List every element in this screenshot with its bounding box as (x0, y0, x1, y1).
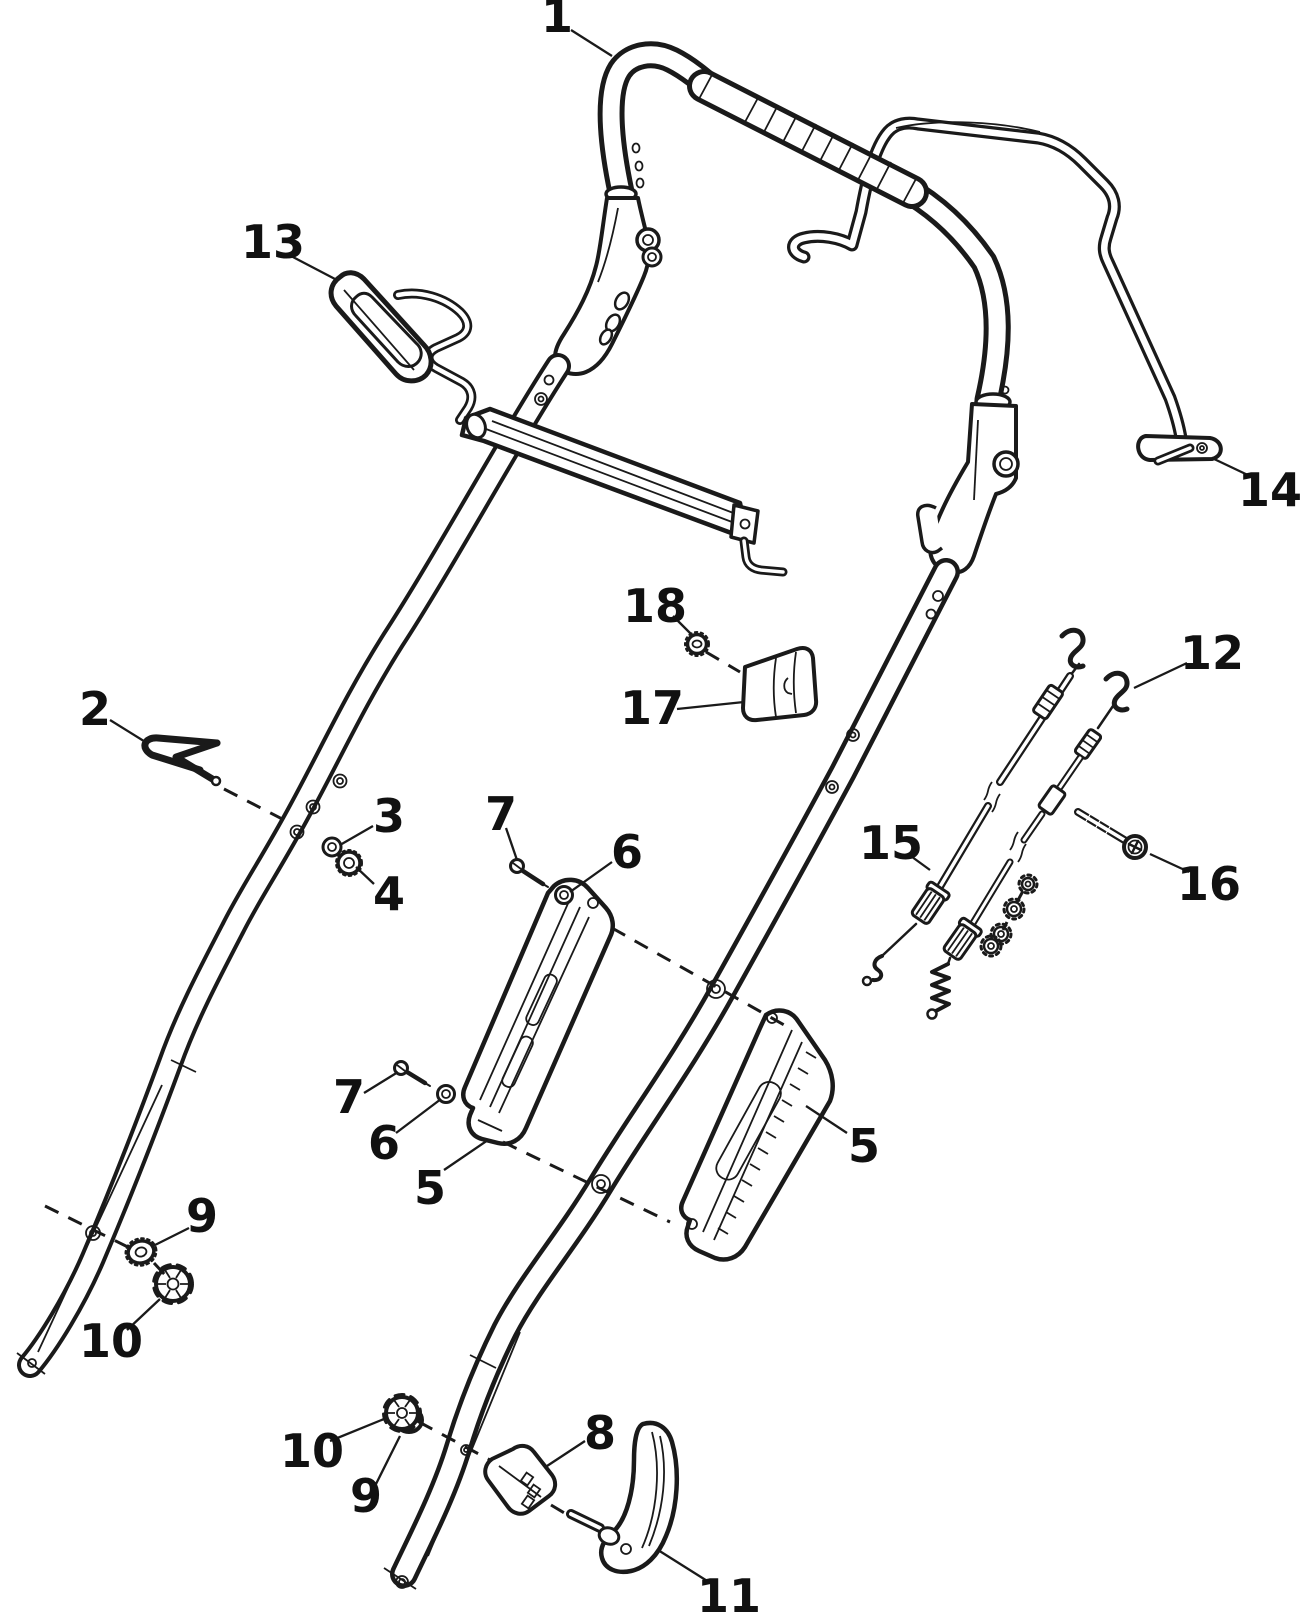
cable-15-drawing (861, 627, 1086, 987)
left-handle-clamp-drawing (553, 185, 663, 376)
washer-6-lower-drawing (436, 1084, 456, 1104)
knob-10-lower-drawing (382, 1393, 424, 1434)
leader-line-10-upper (126, 1298, 161, 1331)
callout-5-right: 5 (848, 1119, 880, 1173)
leader-line-11 (657, 1549, 713, 1585)
leader-line-16 (1149, 852, 1190, 874)
nut-18-drawing (684, 631, 710, 657)
callout-7-upper: 7 (485, 787, 517, 841)
bolt-16-drawing (1074, 808, 1148, 860)
leader-line-3 (339, 825, 374, 846)
right-handle-clamp-drawing (916, 392, 1020, 575)
callout-12: 12 (1180, 626, 1244, 680)
leader-line-9-upper (150, 1226, 190, 1249)
leader-line-12 (1133, 661, 1188, 690)
callout-18: 18 (623, 579, 687, 633)
knob-10-upper-drawing (152, 1263, 194, 1305)
callouts: 1 2 3 4 5 5 6 6 7 7 8 9 9 10 10 11 12 13 (79, 0, 1300, 1612)
handle-grip (687, 69, 929, 209)
callout-10-lower: 10 (280, 1424, 344, 1478)
leader-line-13 (290, 254, 336, 281)
cable-12-drawing (926, 670, 1130, 1020)
leader-line-6-lower (395, 1098, 442, 1134)
spring-clip-2-drawing (141, 734, 222, 787)
star-washers-drawing (979, 873, 1039, 958)
handle-panel-upper-drawing (461, 877, 616, 1146)
callout-8: 8 (584, 1406, 616, 1460)
callout-9-lower: 9 (350, 1469, 382, 1523)
leader-line-2 (109, 719, 148, 744)
leader-line-7-lower (363, 1071, 399, 1094)
callout-6-lower: 6 (368, 1116, 400, 1170)
screw-7-upper-drawing (509, 858, 549, 888)
cable-clamp-17-drawing (741, 646, 819, 723)
flange-nut-9-upper-drawing (124, 1237, 158, 1267)
leader-line-5-upper (443, 1139, 489, 1171)
callout-5-upper: 5 (414, 1161, 446, 1215)
leader-line-14 (1211, 456, 1253, 479)
callout-15: 15 (859, 816, 923, 870)
washer-6-upper-drawing (554, 885, 574, 905)
callout-6-upper: 6 (611, 825, 643, 879)
upper-handlebar-drawing (597, 41, 1011, 414)
callout-9-upper: 9 (186, 1189, 218, 1243)
callout-10-upper: 10 (79, 1314, 143, 1368)
callout-1: 1 (541, 0, 573, 43)
callout-7-lower: 7 (333, 1070, 365, 1124)
leader-line-5-right (805, 1105, 848, 1134)
drive-lever-13-drawing (328, 270, 788, 577)
nut-4-drawing (335, 849, 363, 877)
callout-2: 2 (79, 682, 111, 736)
callout-3: 3 (373, 789, 405, 843)
leader-line-10-lower (329, 1417, 385, 1443)
callout-17: 17 (620, 681, 684, 735)
leader-line-1 (570, 29, 613, 57)
leader-line-17 (676, 700, 745, 711)
leader-line-15 (907, 853, 931, 871)
leader-line-18 (672, 615, 692, 635)
screw-7-lower-drawing (393, 1060, 431, 1087)
callout-14: 14 (1238, 463, 1300, 517)
handle-panel-right-drawing (679, 1008, 835, 1262)
callout-16: 16 (1177, 857, 1241, 911)
leader-line-8 (546, 1440, 586, 1467)
assembly-dashed-lines (44, 650, 1025, 1516)
lower-left-handle-tube-drawing (16, 353, 571, 1378)
cable-guide-8-drawing (483, 1443, 558, 1516)
leader-line-6-upper (569, 861, 613, 893)
leader-line-9-lower (374, 1435, 402, 1485)
lever-11-drawing (566, 1420, 680, 1575)
callout-13: 13 (241, 215, 305, 269)
washer-3-drawing (321, 836, 343, 858)
leader-line-7-upper (504, 827, 519, 861)
callout-4: 4 (373, 867, 405, 921)
bail-bar-drawing (787, 116, 1223, 466)
callout-11: 11 (697, 1569, 761, 1612)
leader-line-4 (355, 866, 375, 885)
